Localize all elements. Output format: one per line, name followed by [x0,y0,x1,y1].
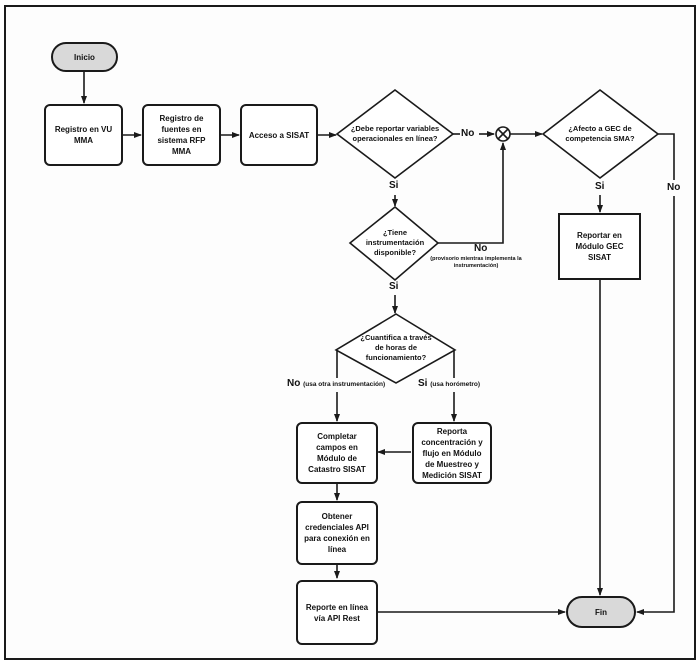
process-reporte-api: Reporte en línea vía API Rest [296,580,378,645]
merge-junction-icon [495,126,511,142]
edge-q-gec-no-line1 [658,133,675,180]
process-registro-fuentes-label: Registro de fuentes en sistema RFP MMA [157,114,206,156]
label-q-reportar-no: No [461,128,475,139]
process-registro-vu-label: Registro en VU MMA [54,125,113,145]
decision-q-instrumentacion-text: ¿Tiene instrumentación disponible? [365,228,425,257]
edge-q-instrumentacion-no-merge [438,142,506,244]
process-completar-catastro: Completar campos en Módulo de Catastro S… [296,422,378,484]
process-obtener-credenciales-label: Obtener credenciales API para conexión e… [304,512,370,554]
terminal-inicio: Inicio [51,42,118,72]
label-q-instrumentacion-si: Si [389,281,399,292]
process-completar-catastro-label: Completar campos en Módulo de Catastro S… [308,432,366,474]
decision-q-cuantifica [334,313,457,384]
decision-q-reportar [335,88,455,180]
label-q-gec-si: Si [595,181,605,192]
terminal-fin: Fin [566,596,636,628]
process-registro-fuentes: Registro de fuentes en sistema RFP MMA [142,104,221,166]
label-q-gec-no: No [667,182,681,193]
label-q-reportar-si: Si [389,180,399,191]
process-reporta-muestreo-label: Reporta concentración y flujo en Módulo … [421,426,483,480]
label-q-instrumentacion-no-note: (provisorio mientras implementa la instr… [430,256,522,269]
label-q-cuantifica-si-text: Si [418,378,428,389]
process-reporta-muestreo: Reporta concentración y flujo en Módulo … [412,422,492,484]
process-reporte-api-label: Reporte en línea vía API Rest [305,602,369,623]
decision-q-instrumentacion [348,205,440,282]
decision-q-reportar-text: ¿Debe reportar variables operacionales e… [350,124,440,143]
process-reportar-gec-label: Reportar en Módulo GEC SISAT [575,231,624,262]
process-registro-vu: Registro en VU MMA [44,104,123,166]
label-q-cuantifica-si-note: (usa horómetro) [430,381,481,388]
process-reportar-gec: Reportar en Módulo GEC SISAT [558,213,641,280]
label-q-cuantifica-no-text: No [287,378,301,389]
label-q-cuantifica-no-note: (usa otra instrumentación) [303,381,386,388]
label-q-cuantifica-si: Si (usa horómetro) [418,378,480,389]
terminal-inicio-label: Inicio [74,52,95,62]
label-q-cuantifica-no: No (usa otra instrumentación) [287,378,385,389]
process-acceso-sisat: Acceso a SISAT [240,104,318,166]
decision-q-gec [541,88,660,180]
terminal-fin-label: Fin [595,607,607,617]
edge-q-gec-no-fin [636,196,675,615]
process-acceso-sisat-label: Acceso a SISAT [248,130,310,140]
label-q-instrumentacion-no: No [474,243,488,254]
decision-q-cuantifica-text: ¿Cuantifica a través de horas de funcion… [360,333,432,362]
decision-q-gec-text: ¿Afecto a GEC de competencia SMA? [565,124,635,143]
process-obtener-credenciales: Obtener credenciales API para conexión e… [296,501,378,565]
